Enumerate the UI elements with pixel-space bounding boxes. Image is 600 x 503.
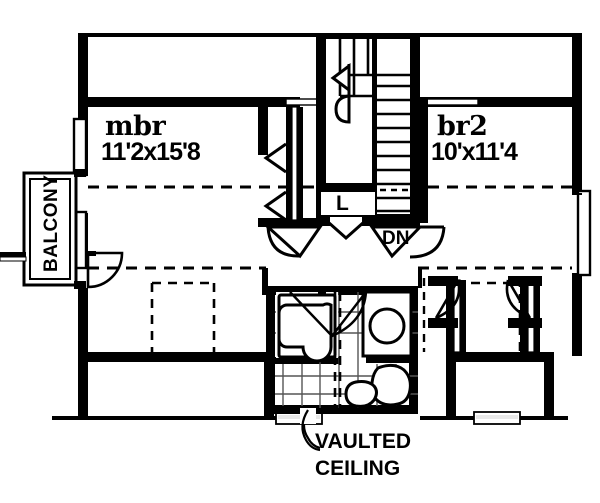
dashed-framing-lines bbox=[88, 185, 572, 270]
wall-exterior-left-lower bbox=[78, 288, 88, 356]
wall-stair-partition bbox=[372, 39, 377, 219]
shower-door-hinge bbox=[318, 288, 326, 296]
wall-stair-top bbox=[316, 33, 420, 39]
wall-closet-right-head-a bbox=[428, 276, 458, 286]
stair-treads-upper bbox=[338, 39, 410, 98]
door-jamb-balcony-top bbox=[86, 251, 96, 256]
sink-basin bbox=[368, 307, 406, 345]
balcony-tie-detail bbox=[0, 256, 27, 262]
wall-mbr-right-corner bbox=[258, 97, 268, 107]
door-hall-right-arc bbox=[409, 226, 446, 259]
toilet-bowl bbox=[370, 363, 412, 407]
wall-stair-bottom bbox=[376, 214, 420, 226]
door-bifold-mbr-lower bbox=[263, 190, 287, 222]
wall-bottom-left bbox=[52, 416, 292, 420]
wall-br2-top bbox=[418, 97, 582, 107]
wall-closet-right-sill-a bbox=[428, 318, 458, 328]
wall-bath-right bbox=[409, 286, 418, 414]
window-br2-right bbox=[576, 189, 592, 277]
room-label-mbr: mbr bbox=[105, 111, 166, 142]
balcony-label: BALCONY bbox=[41, 174, 62, 272]
wall-mbr-closet-bottom bbox=[258, 218, 320, 227]
linen-closet-label: L bbox=[336, 192, 349, 215]
linen-closet-box bbox=[319, 190, 377, 217]
closet-frame-mbr-inner bbox=[297, 107, 303, 220]
door-closet-right-a-leaf bbox=[434, 279, 460, 319]
vaulted-ceiling-label-line2: CEILING bbox=[315, 457, 401, 480]
closet-right-frame-b bbox=[460, 280, 466, 352]
stair-up-arrow-path bbox=[334, 64, 351, 124]
wall-closet-left-top bbox=[78, 352, 274, 362]
wall-closet-right-side bbox=[544, 352, 554, 418]
stair-up-arrow-head bbox=[330, 63, 351, 93]
door-closet-right-b-arc bbox=[505, 279, 531, 320]
wall-bath-divider-left bbox=[275, 357, 339, 364]
window-bottom-right-glass bbox=[476, 415, 518, 419]
wall-right-tie bbox=[572, 193, 582, 195]
window-bottom-left-glass bbox=[278, 415, 320, 419]
door-swing-balcony bbox=[86, 251, 124, 289]
window-mbr-left-1 bbox=[72, 117, 88, 177]
wall-exterior-right-lower bbox=[572, 273, 582, 356]
closet-right-frame-d bbox=[534, 280, 540, 352]
wall-bath-top bbox=[266, 286, 418, 295]
stair-treads-down bbox=[377, 84, 410, 213]
bath-jamb-left bbox=[262, 286, 272, 295]
door-bifold-mbr-upper bbox=[263, 142, 287, 174]
balcony-tie-left bbox=[0, 252, 26, 257]
room-label-br2: br2 bbox=[437, 111, 488, 142]
wall-exterior-right-upper bbox=[572, 33, 582, 193]
shower-door-arc bbox=[331, 291, 368, 338]
wall-closet-right-sill-b bbox=[508, 318, 542, 328]
door-hall-left-leaf bbox=[264, 225, 323, 259]
wall-br2-left bbox=[420, 97, 428, 223]
balcony-post-top bbox=[74, 169, 86, 177]
door-closet-right-b-leaf bbox=[506, 279, 532, 319]
wall-closet-right-top bbox=[446, 352, 554, 362]
toilet-tank bbox=[344, 380, 378, 408]
wall-closet-right-inner bbox=[446, 352, 456, 418]
dashed-right-edge bbox=[422, 278, 578, 352]
wall-bath-left bbox=[266, 286, 275, 414]
room-dimensions-mbr: 11'2x15'8 bbox=[101, 138, 201, 166]
wall-mbr-right-upper bbox=[258, 107, 268, 155]
vaulted-leader-curve bbox=[301, 409, 321, 452]
wall-stair-left bbox=[316, 33, 326, 223]
window-br2-top bbox=[421, 98, 479, 106]
stair-down-label: DN bbox=[382, 228, 410, 249]
door-linen-swing bbox=[327, 220, 365, 241]
bathtub-basin bbox=[277, 302, 333, 363]
wall-bath-divider-right bbox=[366, 356, 418, 363]
closet-frame-mbr-outer bbox=[286, 107, 292, 220]
closet-right-frame-a bbox=[446, 280, 454, 352]
wall-closet-left-side bbox=[78, 352, 88, 418]
room-dimensions-br2: 10'x11'4 bbox=[431, 138, 518, 166]
wall-bath-right-tie bbox=[418, 268, 422, 288]
structure-walls bbox=[0, 33, 592, 452]
wall-stair-right bbox=[410, 33, 420, 223]
balcony-post-bottom bbox=[74, 281, 86, 289]
wall-bath-bottom bbox=[266, 405, 418, 414]
closet-door-mbr bbox=[291, 106, 298, 221]
balcony-inner bbox=[29, 178, 71, 280]
vaulted-ceiling-label-line1: VAULTED bbox=[315, 430, 412, 453]
door-closet-right-a-arc bbox=[435, 279, 461, 320]
door-hall-left-arc bbox=[266, 226, 301, 258]
wall-bath-left-tie bbox=[262, 268, 268, 288]
wall-closet-right-head-b bbox=[508, 276, 542, 286]
wall-mbr-top bbox=[78, 97, 300, 107]
wall-linen-top bbox=[316, 183, 376, 191]
